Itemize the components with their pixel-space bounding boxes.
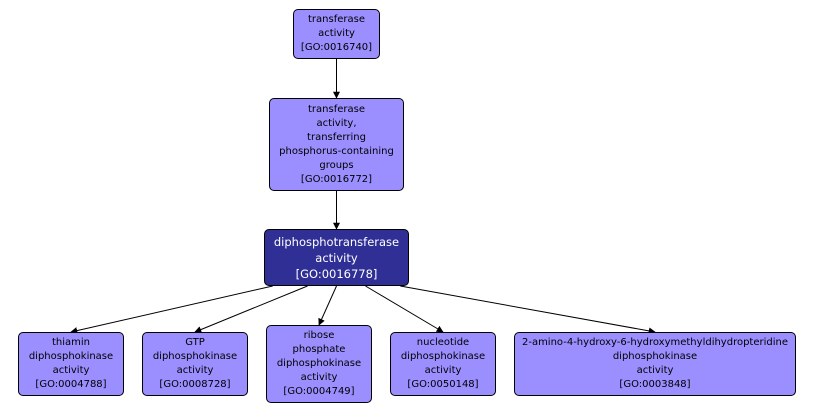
- term-name-line: diphosphokinase: [400, 351, 486, 362]
- term-name-line: ribose: [303, 330, 335, 341]
- term-name-line: 2-amino-4-hydroxy-6-hydroxymethyldihydro…: [521, 337, 789, 348]
- term-name-line: transferring: [307, 131, 366, 143]
- term-name-line: diphosphokinase: [612, 351, 698, 362]
- term-name-line: activity,: [316, 117, 357, 129]
- term-name-line: transferase: [308, 14, 365, 25]
- edge-n3-to-n8: [400, 285, 656, 335]
- term-name-line: activity: [300, 372, 338, 383]
- go-id-label: [GO:0016740]: [300, 42, 373, 53]
- term-name-line: activity: [176, 365, 214, 376]
- go-term-node-gtp-diphosphokinase[interactable]: GTP diphosphokinase activity [GO:0008728]: [142, 332, 248, 396]
- go-id-label: [GO:0004788]: [35, 379, 107, 390]
- go-term-node-transferring-phosphorus-groups[interactable]: transferase activity, transferring phosphor…: [269, 98, 404, 191]
- go-id-label: [GO:0016778]: [295, 266, 378, 281]
- go-id-label: [GO:0004749]: [283, 386, 355, 397]
- term-name-line: diphosphokinase: [152, 351, 238, 362]
- term-name-line: activity: [424, 365, 462, 376]
- edge-n3-to-n4: [70, 285, 273, 335]
- term-name-line: groups: [319, 159, 354, 171]
- go-id-label: [GO:0008728]: [159, 379, 231, 390]
- term-name-line: transferase: [308, 103, 365, 115]
- term-name-line: GTP: [185, 337, 205, 348]
- term-name-line: phosphorus-containing: [279, 145, 394, 157]
- edge-n3-to-n6: [318, 285, 337, 326]
- term-name-line: activity: [318, 28, 355, 39]
- go-term-node-thiamin-diphosphokinase[interactable]: thiamin diphosphokinase activity [GO:000478…: [18, 332, 124, 396]
- go-term-node-ribose-phosphate-diphosphokinase[interactable]: ribose phosphate diphosphokinase activity [G…: [266, 325, 372, 403]
- term-name-line: diphosphotransferase: [273, 234, 400, 249]
- edge-n3-to-n5: [194, 285, 308, 333]
- term-name-line: diphosphokinase: [28, 351, 114, 362]
- go-id-label: [GO:0003848]: [619, 379, 691, 390]
- go-id-label: [GO:0016772]: [300, 173, 373, 185]
- go-term-node-nucleotide-diphosphokinase[interactable]: nucleotide diphosphokinase activity [GO:005…: [390, 332, 496, 396]
- term-name-line: activity: [52, 365, 90, 376]
- term-name-line: phosphate: [292, 344, 346, 355]
- term-name-line: diphosphokinase: [276, 358, 362, 369]
- go-id-label: [GO:0050148]: [407, 379, 479, 390]
- term-name-line: activity: [315, 250, 358, 265]
- go-term-node-transferase-activity[interactable]: transferase activity [GO:0016740]: [293, 9, 380, 59]
- term-name-line: activity: [636, 365, 674, 376]
- go-term-node-pteridine-diphosphokinase[interactable]: 2-amino-4-hydroxy-6-hydroxymethyldihydro…: [514, 332, 796, 396]
- edge-n3-to-n7: [365, 285, 444, 333]
- term-name-line: thiamin: [51, 337, 91, 348]
- term-name-line: nucleotide: [416, 337, 470, 348]
